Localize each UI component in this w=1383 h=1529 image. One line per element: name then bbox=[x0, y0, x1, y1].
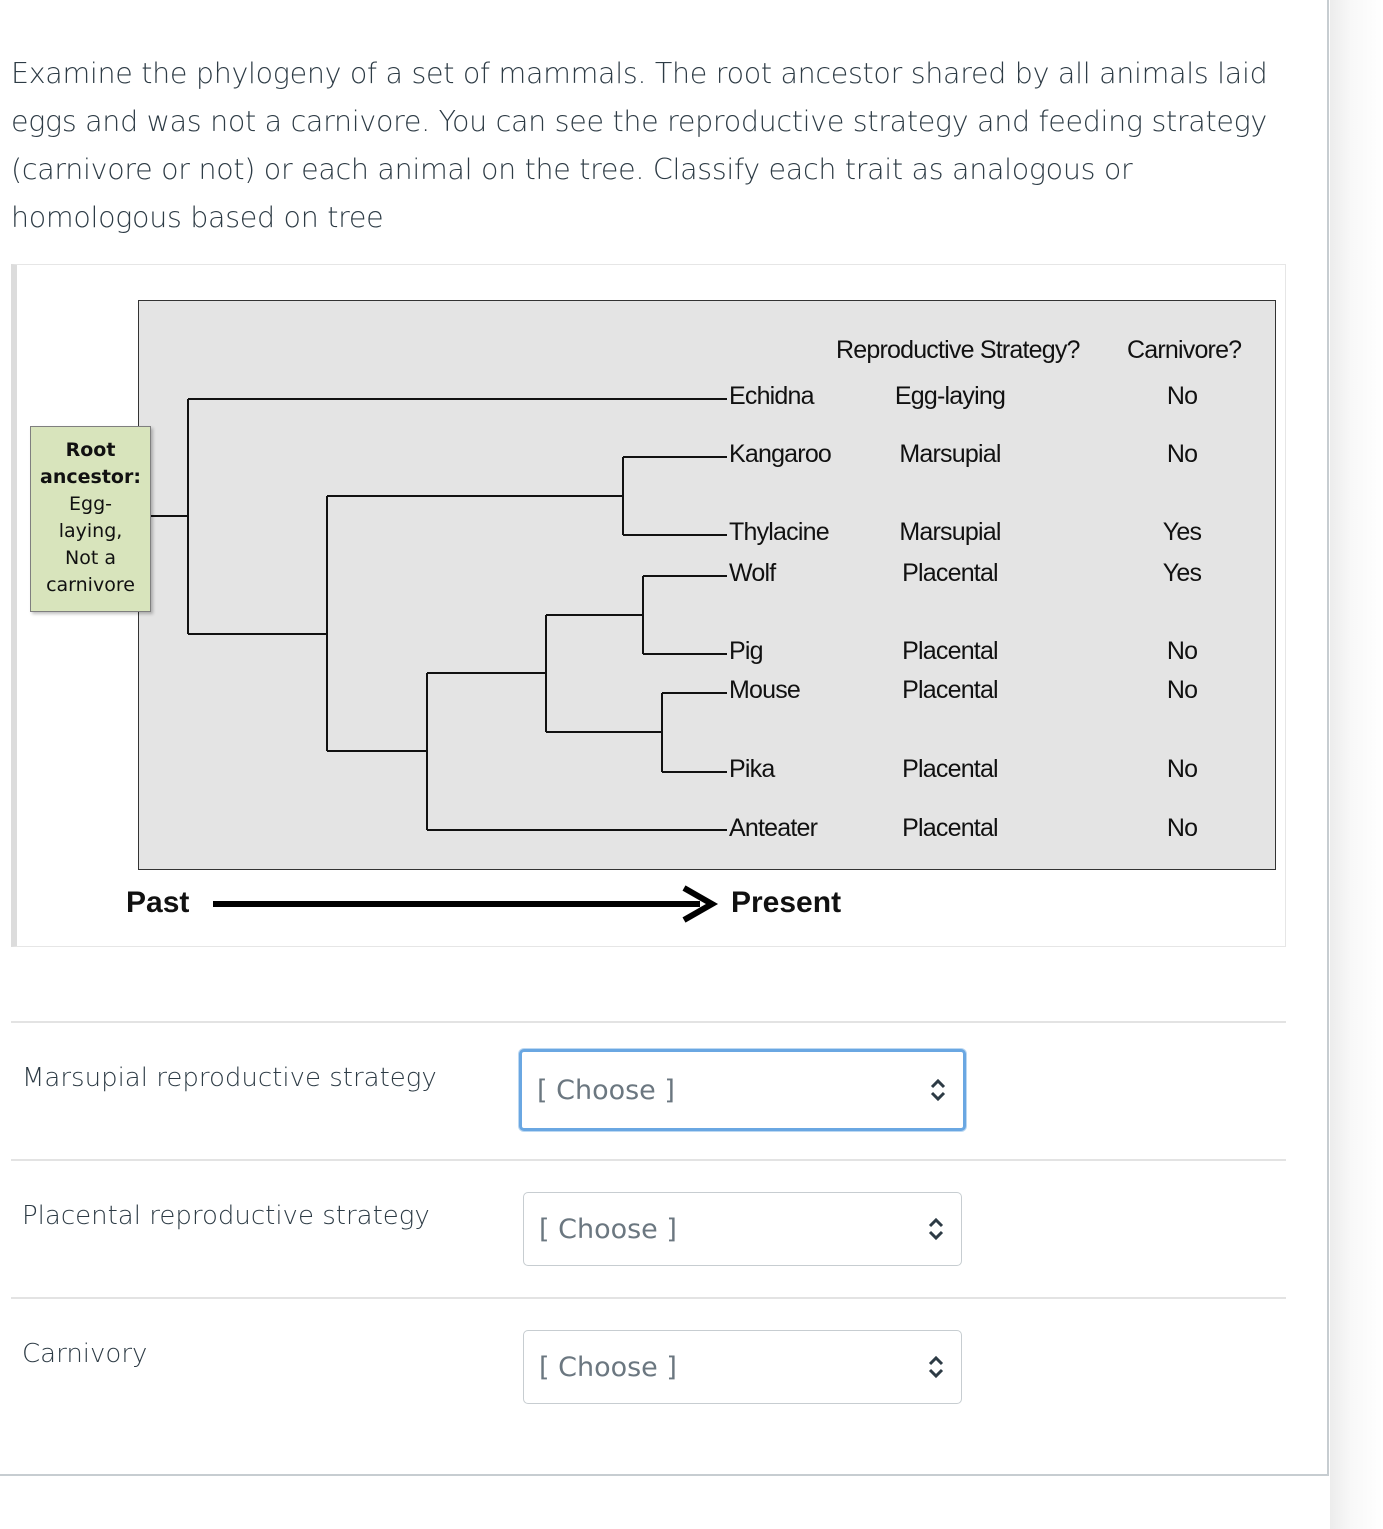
taxon-name: Wolf bbox=[729, 559, 776, 587]
answer-label-placental: Placental reproductive strategy bbox=[22, 1201, 430, 1231]
taxon-reproductive: Placental bbox=[902, 814, 998, 842]
row-divider bbox=[11, 1297, 1286, 1299]
taxon-name: Anteater bbox=[729, 814, 818, 842]
select-value: [ Choose ] bbox=[539, 1351, 677, 1383]
select-value: [ Choose ] bbox=[539, 1213, 677, 1245]
taxon-carnivore: Yes bbox=[1162, 559, 1202, 587]
answer-label-marsupial: Marsupial reproductive strategy bbox=[22, 1063, 437, 1093]
root-title-line1: Root bbox=[65, 439, 116, 461]
taxon-name: Pika bbox=[729, 755, 775, 783]
taxon-carnivore: No bbox=[1166, 676, 1198, 704]
select-value: [ Choose ] bbox=[537, 1074, 675, 1106]
taxon-name: Kangaroo bbox=[729, 440, 832, 468]
taxon-reproductive: Placental bbox=[902, 676, 998, 704]
carnivory-select[interactable]: [ Choose ] bbox=[523, 1330, 962, 1404]
marsupial-select[interactable]: [ Choose ] bbox=[519, 1049, 966, 1131]
taxon-carnivore: No bbox=[1166, 814, 1198, 842]
header-reproductive-strategy: Reproductive Strategy? bbox=[836, 336, 1080, 364]
question-panel: Examine the phylogeny of a set of mammal… bbox=[0, 0, 1329, 1476]
up-down-chevron-icon bbox=[930, 1078, 946, 1102]
header-carnivore: Carnivore? bbox=[1127, 336, 1242, 364]
taxon-carnivore: No bbox=[1166, 755, 1198, 783]
up-down-chevron-icon bbox=[928, 1217, 944, 1241]
taxon-name: Thylacine bbox=[729, 518, 830, 546]
page-edge-shadow bbox=[1330, 0, 1383, 1529]
axis-past-label: Past bbox=[126, 886, 190, 919]
taxon-carnivore: No bbox=[1166, 637, 1198, 665]
root-ancestor-box: Root ancestor: Egg- laying, Not a carniv… bbox=[30, 426, 151, 612]
row-divider bbox=[11, 1159, 1286, 1161]
taxon-name: Pig bbox=[729, 637, 764, 665]
placental-select[interactable]: [ Choose ] bbox=[523, 1192, 962, 1266]
taxon-reproductive: Placental bbox=[902, 637, 998, 665]
root-line4: laying, bbox=[58, 520, 123, 542]
taxon-carnivore: No bbox=[1166, 440, 1198, 468]
taxon-reproductive: Placental bbox=[902, 755, 998, 783]
axis-present-label: Present bbox=[731, 886, 842, 919]
taxon-reproductive: Placental bbox=[902, 559, 998, 587]
root-line3: Egg- bbox=[69, 493, 112, 515]
tree-branches bbox=[151, 398, 727, 923]
row-divider bbox=[11, 1021, 1286, 1023]
right-arrow-icon bbox=[213, 885, 719, 923]
taxon-carnivore: Yes bbox=[1162, 518, 1202, 546]
taxon-reproductive: Marsupial bbox=[899, 518, 1001, 546]
taxon-carnivore: No bbox=[1166, 382, 1198, 410]
root-line6: carnivore bbox=[46, 574, 135, 596]
root-title-line2: ancestor: bbox=[40, 466, 141, 488]
question-text: Examine the phylogeny of a set of mammal… bbox=[11, 57, 1268, 234]
root-line5: Not a bbox=[65, 547, 116, 569]
taxon-reproductive: Egg-laying bbox=[894, 382, 1006, 410]
answer-label-carnivory: Carnivory bbox=[22, 1339, 148, 1369]
taxon-name: Mouse bbox=[729, 676, 801, 704]
taxon-reproductive: Marsupial bbox=[899, 440, 1001, 468]
up-down-chevron-icon bbox=[928, 1355, 944, 1379]
taxon-name: Echidna bbox=[729, 382, 815, 410]
